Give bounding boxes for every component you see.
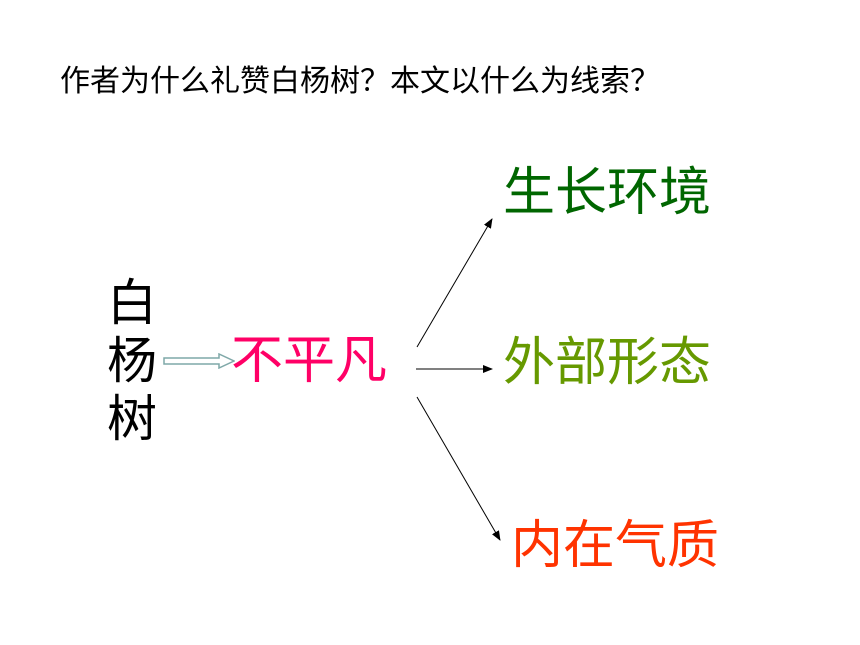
arrow-to-branch-3	[416, 396, 501, 541]
subject-vertical-text: 白 杨 树	[100, 274, 164, 448]
question-heading: 作者为什么礼赞白杨树？本文以什么为线索？	[60, 64, 660, 99]
branch-external-form: 外部形态	[503, 333, 712, 393]
arrow-to-branch-1	[416, 218, 493, 348]
subject-char-2: 杨	[107, 332, 157, 390]
subject-char-3: 树	[107, 390, 157, 448]
subject-char-1: 白	[107, 274, 157, 332]
branch-growth-environment: 生长环境	[503, 163, 712, 223]
center-node: 不平凡	[231, 331, 388, 391]
hollow-arrow-icon	[163, 353, 235, 369]
branch-inner-temperament: 内在气质	[511, 516, 720, 576]
